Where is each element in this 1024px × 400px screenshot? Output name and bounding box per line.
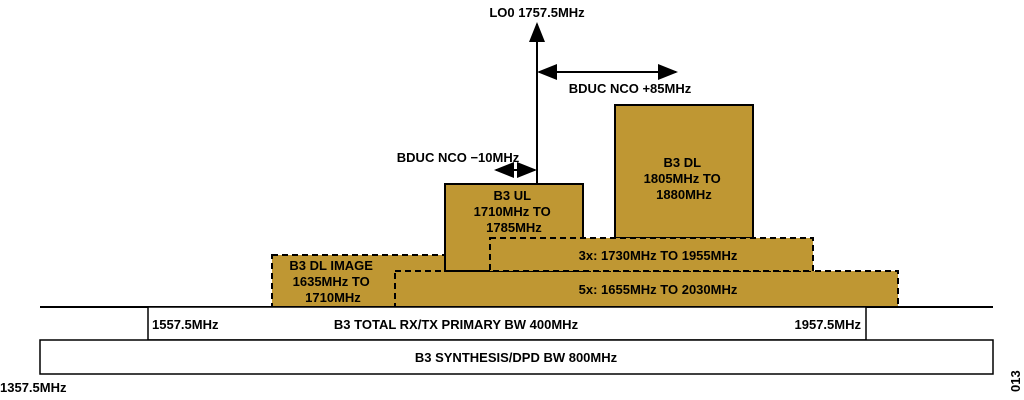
primary-right-freq: 1957.5MHz	[795, 317, 862, 332]
lo-label: LO0 1757.5MHz	[489, 5, 585, 20]
harmonic-5x-band	[394, 270, 899, 308]
primary-bw-box	[147, 306, 867, 341]
harmonic-3x-label: 3x: 1730MHz TO 1955MHz	[579, 248, 738, 263]
b3-dl-label: B3 DL 1805MHz TO 1880MHz	[644, 155, 725, 202]
start-freq-label: 1357.5MHz	[0, 380, 67, 395]
nco-pos-label: BDUC NCO +85MHz	[569, 81, 692, 96]
harmonic-3x-band	[489, 237, 814, 272]
primary-bw-label: B3 TOTAL RX/TX PRIMARY BW 400MHz	[334, 317, 579, 332]
nco-neg-label: BDUC NCO −10MHz	[397, 150, 520, 165]
harmonic-5x-label: 5x: 1655MHz TO 2030MHz	[579, 282, 738, 297]
b3-dl-band	[614, 104, 754, 239]
b3-ul-label: B3 UL 1710MHz TO 1785MHz	[474, 188, 555, 235]
synthesis-bw-box	[39, 339, 994, 375]
primary-left-freq: 1557.5MHz	[152, 317, 219, 332]
synthesis-bw-label: B3 SYNTHESIS/DPD BW 800MHz	[415, 350, 618, 365]
b3-dl-image-label: B3 DL IMAGE 1635MHz TO 1710MHz	[289, 258, 376, 305]
figure-id: 013	[1008, 370, 1023, 392]
